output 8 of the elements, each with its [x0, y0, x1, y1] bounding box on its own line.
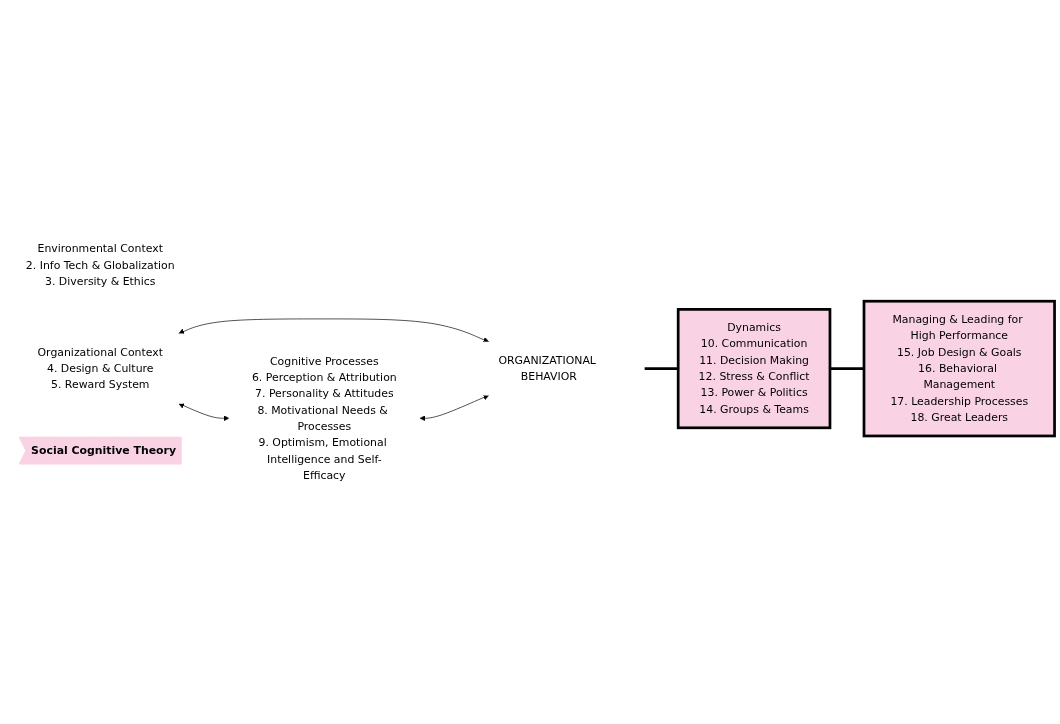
node-box: Dynamics 10. Communication 11. Decision Making 12. Stress & Conflict 13. Power & Politics 14. Groups & Teams	[676, 307, 832, 430]
node-text: Cognitive Processes 6. Perception & Attribution 7. Personality & Attitudes 8. Motivational Needs & Processes 9. Optimism, Emotional Intelligence and Self-Efficacy	[251, 354, 397, 482]
node-text: Environmental Context 2. Info Tech & Globalization 3. Diversity & Ethics	[25, 241, 175, 288]
node-box: Managing & Leading for High Performance 15. Job Design & Goals 16. Behavioral Management 17. Leadership Processes 18. Great Leaders	[862, 299, 1056, 438]
connector	[644, 367, 679, 370]
node-text: Organizational Context 4. Design & Culture 5. Reward System	[37, 345, 163, 391]
node-text: ORGANIZATIONAL BEHAVIOR	[498, 353, 596, 383]
connector	[829, 367, 864, 370]
